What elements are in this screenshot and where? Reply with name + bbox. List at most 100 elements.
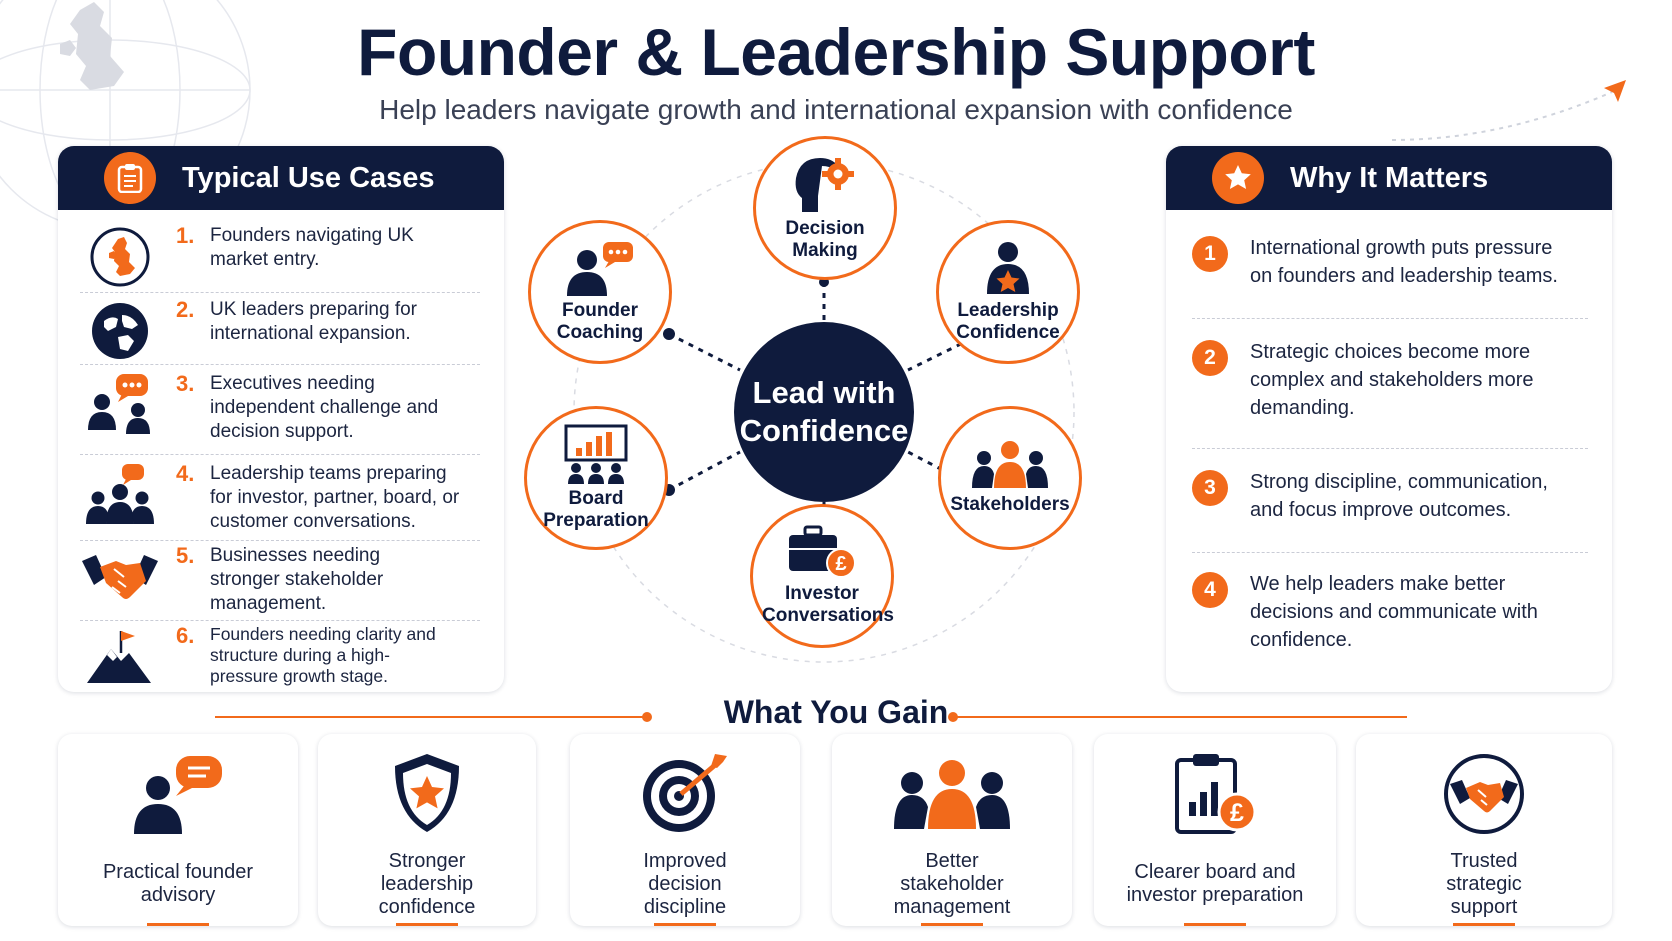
shield-star-icon: [391, 746, 463, 841]
gain-text: Better stakeholder management: [893, 849, 1011, 918]
use-cases-header: Typical Use Cases: [58, 146, 504, 210]
gain-underline: [1453, 923, 1515, 926]
use-case-number: 1.: [176, 223, 195, 248]
page-title: Founder & Leadership Support: [357, 15, 1315, 89]
use-case-item: 6. Founders needing clarity and structur…: [80, 624, 484, 690]
divider: [80, 454, 480, 455]
why-header: Why It Matters: [1166, 146, 1612, 210]
svg-text:£: £: [835, 553, 846, 575]
gain-rule-dot: [948, 712, 958, 722]
target-icon: [639, 746, 731, 841]
clipboard-icon: [104, 152, 156, 204]
leadership-hub-diagram: Lead with Confidence Decision Making Lea…: [524, 130, 1140, 700]
use-cases-panel: Typical Use Cases 1. Founders navigating…: [58, 146, 504, 692]
handshake-circle-icon: [1442, 746, 1526, 841]
gain-text: Clearer board and investor preparation: [1126, 861, 1304, 907]
report-pound-icon: £: [1173, 746, 1257, 841]
gain-underline: [1184, 923, 1246, 926]
gain-text: Practical founder advisory: [102, 861, 254, 907]
gain-text: Trusted strategic support: [1446, 849, 1522, 918]
why-number: 3: [1192, 470, 1228, 506]
presentation-board-icon: [564, 424, 628, 484]
page-subtitle: Help leaders navigate growth and interna…: [379, 94, 1293, 125]
leader-star-icon: [987, 242, 1029, 294]
hub-node-label: Stakeholders: [950, 494, 1070, 515]
globe-icon: [80, 298, 160, 364]
svg-text:£: £: [1230, 799, 1244, 827]
stakeholder-group-icon: [892, 746, 1012, 841]
gain-rule-right: [955, 716, 1407, 718]
hub-node-label: Decision Making: [785, 218, 865, 261]
use-case-text: Founders navigating UK market entry.: [210, 225, 414, 270]
gain-text: Improved decision discipline: [643, 849, 727, 918]
why-text: Strategic choices become more complex an…: [1250, 341, 1534, 419]
gain-card: Practical founder advisory: [58, 734, 298, 926]
why-item: 3 Strong discipline, communication, and …: [1192, 468, 1588, 524]
divider: [1192, 552, 1588, 553]
hub-center: Lead with Confidence: [734, 322, 914, 502]
use-case-text: Executives needing independent challenge…: [210, 373, 439, 442]
use-case-number: 6.: [176, 623, 195, 648]
divider: [1192, 448, 1588, 449]
divider: [80, 540, 480, 541]
use-case-item: 1. Founders navigating UK market entry.: [80, 224, 484, 290]
use-case-item: 3. Executives needing independent challe…: [80, 372, 484, 444]
hub-node-founder-coaching: Founder Coaching: [528, 220, 672, 364]
arrow-swoosh-icon: [1391, 80, 1626, 141]
why-it-matters-panel: Why It Matters 1 International growth pu…: [1166, 146, 1612, 692]
why-text: Strong discipline, communication, and fo…: [1250, 471, 1548, 521]
use-case-text: Leadership teams preparing for investor,…: [210, 463, 460, 532]
briefcase-pound-icon: £: [789, 525, 856, 578]
why-item: 1 International growth puts pressure on …: [1192, 234, 1588, 290]
why-text: International growth puts pressure on fo…: [1250, 237, 1558, 287]
gain-card: £ Clearer board and investor preparation: [1094, 734, 1336, 926]
uk-map-icon: [80, 224, 160, 290]
group-icon: [972, 441, 1048, 488]
gains-title: What You Gain: [723, 694, 949, 730]
divider: [1192, 318, 1588, 319]
gain-card: Trusted strategic support: [1356, 734, 1612, 926]
why-item: 4 We help leaders make better decisions …: [1192, 570, 1588, 654]
hub-node-label: Leadership Confidence: [956, 300, 1060, 343]
use-case-item: 2. UK leaders preparing for internationa…: [80, 298, 484, 364]
gain-card: Stronger leadership confidence: [318, 734, 536, 926]
use-case-number: 4.: [176, 461, 195, 486]
why-number: 1: [1192, 236, 1228, 272]
use-case-item: 4. Leadership teams preparing for invest…: [80, 462, 484, 534]
hub-node-label: Investor Conversations: [762, 583, 894, 626]
gain-card: Improved decision discipline: [570, 734, 800, 926]
gain-rule-left: [215, 716, 645, 718]
advisor-chat-icon: [130, 746, 226, 841]
people-chat-icon: [80, 372, 160, 438]
hub-node-label: Board Preparation: [543, 488, 649, 531]
gain-underline: [396, 923, 458, 926]
gain-card: Better stakeholder management: [832, 734, 1072, 926]
use-cases-title: Typical Use Cases: [182, 161, 435, 194]
why-number: 2: [1192, 340, 1228, 376]
hub-node-leadership-confidence: Leadership Confidence: [936, 220, 1080, 364]
hub-node-stakeholders: Stakeholders: [938, 406, 1082, 550]
divider: [80, 620, 480, 621]
use-case-item: 5. Businesses needing stronger stakehold…: [80, 544, 484, 616]
mountain-flag-icon: [80, 624, 160, 690]
star-icon: [1212, 152, 1264, 204]
hub-node-decision-making: Decision Making: [753, 136, 897, 280]
use-case-text: Businesses needing stronger stakeholder …: [210, 545, 384, 614]
divider: [80, 292, 480, 293]
head-gear-icon: [795, 158, 854, 212]
use-case-number: 5.: [176, 543, 195, 568]
divider: [80, 364, 480, 365]
use-case-number: 2.: [176, 297, 195, 322]
handshake-icon: [80, 544, 160, 610]
person-chat-icon: [567, 242, 633, 296]
gain-underline: [147, 923, 209, 926]
gain-underline: [921, 923, 983, 926]
gain-text: Stronger leadership confidence: [378, 849, 476, 918]
hub-node-label: Founder Coaching: [556, 300, 644, 343]
gain-underline: [654, 923, 716, 926]
hub-node-investor-conversations: £ Investor Conversations: [750, 504, 894, 648]
why-item: 2 Strategic choices become more complex …: [1192, 338, 1588, 422]
hub-node-board-preparation: Board Preparation: [524, 406, 668, 550]
why-title: Why It Matters: [1290, 161, 1489, 194]
use-case-text: Founders needing clarity and structure d…: [210, 624, 436, 686]
